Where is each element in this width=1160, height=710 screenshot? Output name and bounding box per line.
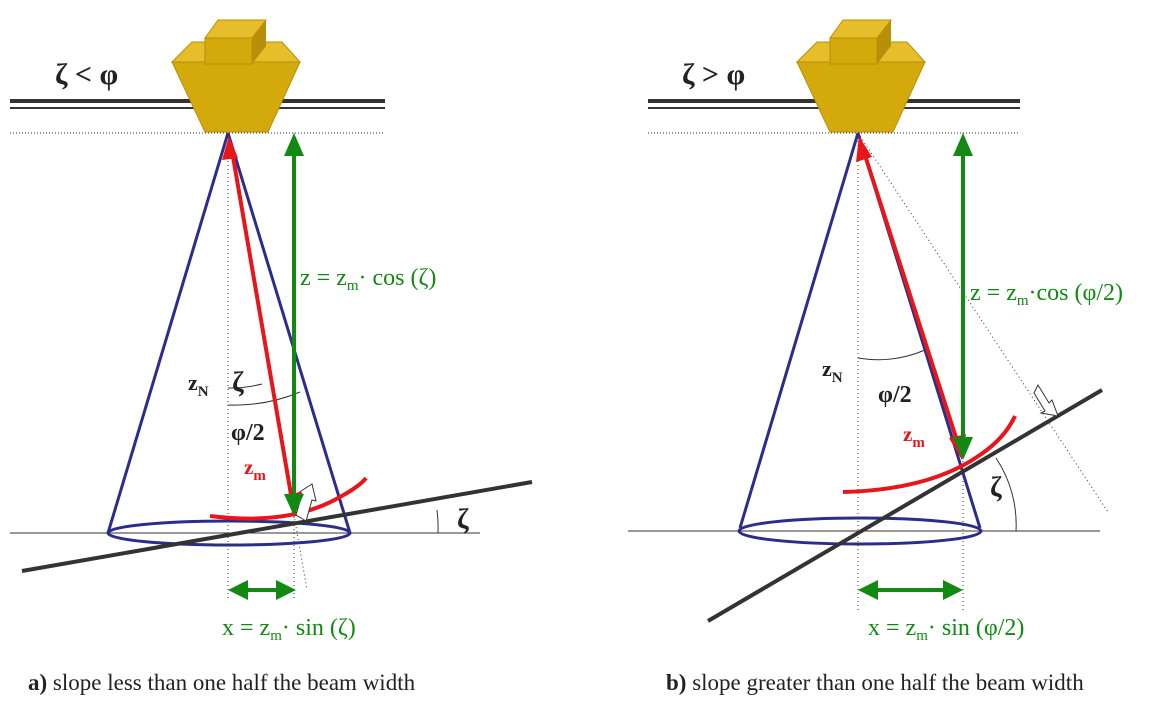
condition-label: ζ < φ	[55, 58, 118, 91]
depth-arrowhead-bottom	[284, 494, 304, 516]
slope-angle-label: ζ	[457, 504, 469, 535]
depth-arrowhead-top	[953, 133, 973, 156]
beam-cone-left-edge	[738, 132, 860, 529]
caption-b: b) slope greater than one half the beam …	[666, 670, 1084, 695]
depth-equation: z = zm· cos (ζ)	[300, 265, 436, 294]
slant-range-arrowhead-top	[856, 136, 872, 162]
horizontal-equation: x = zm· sin (ζ)	[222, 615, 356, 644]
half-phi-label: φ/2	[878, 382, 912, 408]
depth-arrowhead-bottom	[953, 437, 973, 460]
zn-label: zN	[188, 370, 209, 400]
panel-a: ζ < φ z = zm· cos (ζ) zN ζ φ/2 zm ζ x = …	[10, 19, 533, 695]
slant-range-arrowhead-top	[222, 136, 238, 160]
zeta-angle-arc	[227, 383, 263, 389]
caption-a: a) slope less than one half the beam wid…	[28, 670, 416, 695]
beam-cone-right-edge	[226, 132, 352, 534]
wavefront-arc	[209, 476, 368, 521]
beam-footprint-ellipse	[106, 519, 352, 547]
horizontal-equation: x = zm· sin (φ/2)	[868, 615, 1024, 644]
horizontal-arrowhead-right	[943, 580, 963, 600]
wavefront-arc	[842, 415, 1017, 494]
depth-arrowhead-top	[284, 133, 304, 156]
horizontal-arrowhead-right	[276, 580, 296, 600]
zn-label: zN	[822, 356, 843, 386]
horizontal-arrowhead-left	[228, 580, 248, 600]
half-phi-angle-arc	[857, 349, 926, 361]
transducer-icon	[170, 19, 302, 133]
zm-label: zm	[903, 422, 925, 451]
sloped-seafloor-line	[706, 388, 1104, 623]
slope-angle-arc	[995, 457, 1017, 532]
beam-cone-left-edge	[106, 132, 230, 534]
horizontal-arrowhead-left	[858, 580, 878, 600]
beam-footprint-ellipse	[737, 516, 983, 546]
transducer-icon	[795, 19, 927, 133]
zm-label: zm	[244, 455, 266, 484]
condition-label: ζ > φ	[682, 58, 745, 91]
depth-equation: z = zm·cos (φ/2)	[970, 280, 1123, 309]
slope-angle-label: ζ	[990, 472, 1002, 503]
slope-angle-arc	[436, 509, 439, 534]
surface-normal-arrow-icon	[1033, 383, 1059, 417]
zeta-angle-label: ζ	[232, 367, 244, 398]
panel-b: ζ > φ z = zm·cos (φ/2) zN φ/2 zm ζ x = z…	[628, 19, 1123, 695]
slant-range-zm-arrow	[229, 144, 296, 513]
half-phi-label: φ/2	[231, 420, 265, 446]
slant-range-zm-arrow	[860, 145, 962, 451]
sloped-seafloor-line	[21, 480, 533, 573]
